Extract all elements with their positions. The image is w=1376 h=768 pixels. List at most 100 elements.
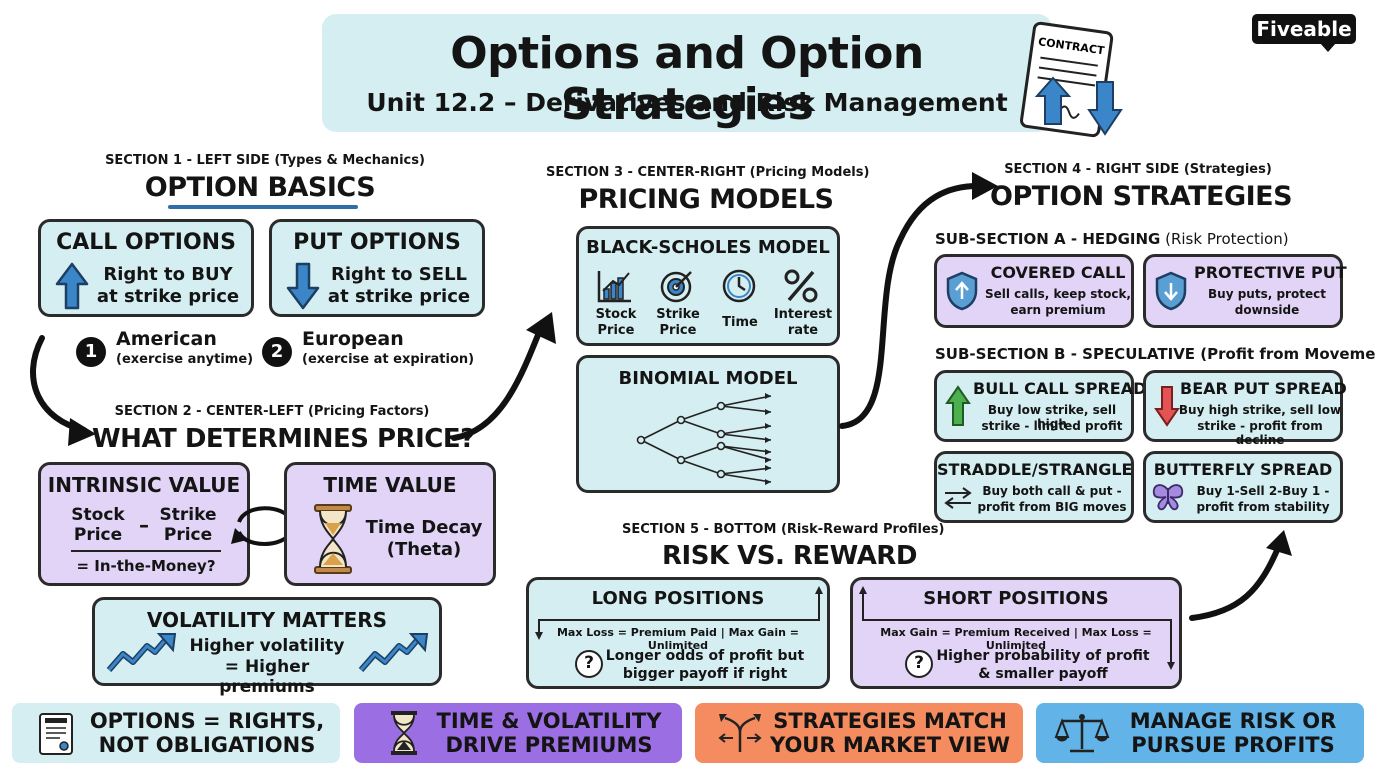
page-subtitle: Unit 12.2 – Derivatives and Risk Managem…: [366, 88, 1008, 117]
black-scholes-title: BLACK-SCHOLES MODEL: [586, 237, 830, 258]
call-options-desc-2: at strike price: [96, 286, 240, 307]
hourglass-icon: [313, 503, 353, 579]
brand-logo-text: Fiveable: [1256, 17, 1352, 41]
volatility-desc-2: = Higher premiums: [219, 657, 315, 697]
binomial-tree-diagram: [635, 390, 785, 488]
bs-input-strike-1: Strike: [656, 307, 700, 322]
straddle-strangle-desc-1: Buy both call & put -: [982, 484, 1122, 498]
long-payoff-bracket: [535, 586, 825, 646]
short-positions-title: SHORT POSITIONS: [923, 588, 1109, 609]
covered-call-desc-1: Sell calls, keep stock,: [985, 287, 1131, 301]
takeaway-rights-tile: OPTIONS = RIGHTS, NOT OBLIGATIONS: [12, 703, 340, 763]
takeaway-premiums-line1: TIME & VOLATILITY: [436, 709, 662, 733]
sub-section-a-label-bold: SUB-SECTION A - HEDGING: [935, 230, 1161, 248]
straddle-strangle-desc-2: profit from BIG moves: [977, 500, 1127, 514]
question-icon-long: ?: [575, 650, 603, 678]
theta-label: (Theta): [386, 539, 462, 560]
bear-put-spread-title: BEAR PUT SPREAD: [1180, 379, 1347, 398]
contract-icon: CONTRACT: [1015, 21, 1125, 144]
short-positions-card: SHORT POSITIONS Max Gain = Premium Recei…: [850, 577, 1182, 689]
put-options-card: PUT OPTIONS Right to SELL at strike pric…: [269, 219, 485, 317]
butterfly-spread-desc-1: Buy 1-Sell 2-Buy 1 -: [1196, 484, 1330, 498]
covered-call-title: COVERED CALL: [990, 263, 1126, 282]
target-icon: [659, 269, 695, 307]
protective-put-title: PROTECTIVE PUT: [1194, 263, 1347, 282]
volatility-desc-1: Higher volatility: [189, 636, 345, 656]
section1-title: OPTION BASICS: [144, 172, 376, 203]
shield-down-icon: [1154, 271, 1188, 315]
takeaway-strategies-line1: STRATEGIES MATCH: [773, 709, 1007, 733]
scales-icon: [1054, 713, 1110, 757]
takeaway-rights-line1: OPTIONS = RIGHTS,: [89, 709, 325, 733]
section1-label: SECTION 1 - LEFT SIDE (Types & Mechanics…: [105, 153, 425, 168]
binomial-card: BINOMIAL MODEL: [576, 355, 840, 493]
time-value-card: TIME VALUE Time Decay (Theta): [284, 462, 496, 586]
bidirectional-arrows-icon: [943, 486, 973, 514]
long-positions-metrics: Max Loss = Premium Paid | Max Gain = Unl…: [556, 626, 800, 652]
black-scholes-card: BLACK-SCHOLES MODEL Stock Price Strike P…: [576, 226, 840, 346]
protective-put-desc-1: Buy puts, protect: [1208, 287, 1326, 301]
takeaway-premiums-line2: DRIVE PREMIUMS: [445, 733, 653, 757]
american-label: American: [116, 328, 217, 350]
green-up-arrow-icon: [945, 385, 971, 431]
long-positions-card: LONG POSITIONS Max Loss = Premium Paid |…: [526, 577, 830, 689]
bull-call-spread-card: BULL CALL SPREAD Buy low strike, sell hi…: [934, 370, 1147, 442]
put-options-desc-2: at strike price: [327, 286, 471, 307]
percent-icon: [783, 269, 819, 307]
binomial-title: BINOMIAL MODEL: [618, 368, 798, 389]
sub-section-b-label-rest: (Profit from Movement): [1200, 345, 1376, 363]
stock-price-term-2: Price: [73, 525, 123, 545]
short-positions-desc-1: Higher probability of profit: [936, 648, 1150, 664]
bull-call-spread-desc-1: Buy low strike, sell high: [987, 403, 1117, 431]
takeaway-risk-tile: MANAGE RISK OR PURSUE PROFITS: [1036, 703, 1364, 763]
section5-title: RISK VS. REWARD: [662, 541, 917, 571]
flow-arrow-models-to-strategies: [839, 183, 981, 429]
header-banner: [322, 14, 1052, 132]
butterfly-spread-title: BUTTERFLY SPREAD: [1153, 460, 1333, 479]
american-desc: (exercise anytime): [116, 352, 254, 367]
bs-input-time-1: Time: [722, 315, 758, 330]
european-label: European: [302, 328, 404, 350]
volatility-card: VOLATILITY MATTERS Higher volatility = H…: [92, 597, 442, 697]
page-title: Options and Option Strategies: [450, 28, 924, 130]
brand-logo[interactable]: Fiveable: [1252, 14, 1356, 44]
time-decay-label: Time Decay: [365, 517, 483, 538]
strike-price-term-2: Price: [163, 525, 213, 545]
strike-price-term-1: Strike: [159, 505, 217, 525]
flow-arrow-risk-to-strategies: [1189, 545, 1281, 621]
section5-label: SECTION 5 - BOTTOM (Risk-Reward Profiles…: [622, 522, 945, 537]
takeaway-risk-line1: MANAGE RISK OR: [1129, 709, 1337, 733]
bull-call-spread-title: BULL CALL SPREAD: [973, 379, 1147, 398]
volatility-title: VOLATILITY MATTERS: [146, 608, 388, 632]
butterfly-spread-card: BUTTERFLY SPREAD Buy 1-Sell 2-Buy 1 - pr…: [1143, 451, 1343, 523]
long-positions-desc-2: bigger payoff if right: [622, 666, 788, 682]
intrinsic-value-card: INTRINSIC VALUE Stock Price – Strike Pri…: [38, 462, 250, 586]
european-desc: (exercise at expiration): [302, 352, 475, 367]
short-positions-metrics: Max Gain = Premium Received | Max Loss =…: [880, 626, 1152, 652]
long-positions-title: LONG POSITIONS: [591, 588, 765, 609]
covered-call-desc-2: earn premium: [1010, 303, 1106, 317]
european-number: 2: [270, 341, 284, 362]
intrinsic-result: = In-the-Money?: [76, 557, 216, 575]
american-number-badge: 1: [76, 337, 106, 367]
short-positions-desc-2: & smaller payoff: [978, 666, 1108, 682]
rising-trend-icon-right: [358, 632, 429, 678]
call-options-title: CALL OPTIONS: [56, 230, 236, 255]
takeaway-strategies-tile: STRATEGIES MATCH YOUR MARKET VIEW: [695, 703, 1023, 763]
long-positions-desc-1: Longer odds of profit but: [605, 648, 805, 664]
straddle-strangle-card: STRADDLE/STRANGLE Buy both call & put - …: [934, 451, 1134, 523]
sub-section-b-label-bold: SUB-SECTION B - SPECULATIVE: [935, 345, 1196, 363]
section2-label: SECTION 2 - CENTER-LEFT (Pricing Factors…: [114, 404, 430, 419]
fraction-line: [71, 550, 221, 552]
bs-input-interest-1: Interest: [773, 307, 833, 322]
bar-chart-icon: [597, 269, 633, 307]
section4-label: SECTION 4 - RIGHT SIDE (Strategies): [1004, 162, 1272, 177]
flow-arrow-basics-to-pricing: [30, 335, 87, 433]
contract-icon-small: [38, 712, 74, 760]
butterfly-icon: [1152, 482, 1184, 516]
bs-input-interest-2: rate: [787, 323, 819, 338]
takeaway-risk-line2: PURSUE PROFITS: [1131, 733, 1335, 757]
call-options-card: CALL OPTIONS Right to BUY at strike pric…: [38, 219, 254, 317]
butterfly-spread-desc-2: profit from stability: [1196, 500, 1330, 514]
